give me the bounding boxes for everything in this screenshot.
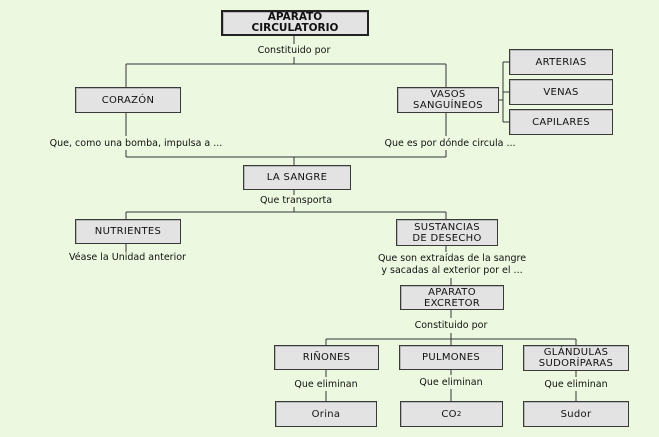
node-la-sangre: LA SANGRE — [243, 165, 351, 190]
node-aparato-excretor: APARATO EXCRETOR — [400, 285, 504, 310]
node-corazon: CORAZÓN — [75, 87, 181, 113]
label-vease: Véase la Unidad anterior — [69, 252, 186, 263]
label-eliminan-2: Que eliminan — [419, 377, 483, 388]
node-rinones: RIÑONES — [274, 345, 379, 370]
node-nutrientes: NUTRIENTES — [75, 219, 181, 244]
label-eliminan-3: Que eliminan — [544, 379, 608, 390]
label-constituido-2: Constituido por — [414, 320, 488, 331]
node-sustancias-desecho: SUSTANCIAS DE DESECHO — [396, 219, 498, 246]
node-sudor: Sudor — [523, 401, 629, 427]
label-transporta: Que transporta — [259, 195, 333, 206]
node-arterias: ARTERIAS — [509, 49, 613, 75]
node-orina: Orina — [275, 401, 377, 427]
label-constituido: Constituido por — [257, 45, 331, 56]
title-node: APARATO CIRCULATORIO — [221, 10, 369, 36]
label-eliminan-1: Que eliminan — [294, 379, 358, 390]
node-glandulas-sudoriparas: GLÁNDULAS SUDORÍPARAS — [523, 345, 629, 371]
co2-text: CO — [441, 408, 457, 420]
node-vasos-sanguineos: VASOS SANGUÍNEOS — [397, 87, 499, 113]
node-pulmones: PULMONES — [399, 345, 503, 370]
label-bomba: Que, como una bomba, impulsa a ... — [49, 138, 223, 149]
label-extraidas: Que son extraídas de la sangre y sacadas… — [377, 253, 527, 276]
label-circula: Que es por dónde circula ... — [384, 138, 516, 149]
node-capilares: CAPILARES — [509, 109, 613, 135]
node-venas: VENAS — [509, 79, 613, 105]
